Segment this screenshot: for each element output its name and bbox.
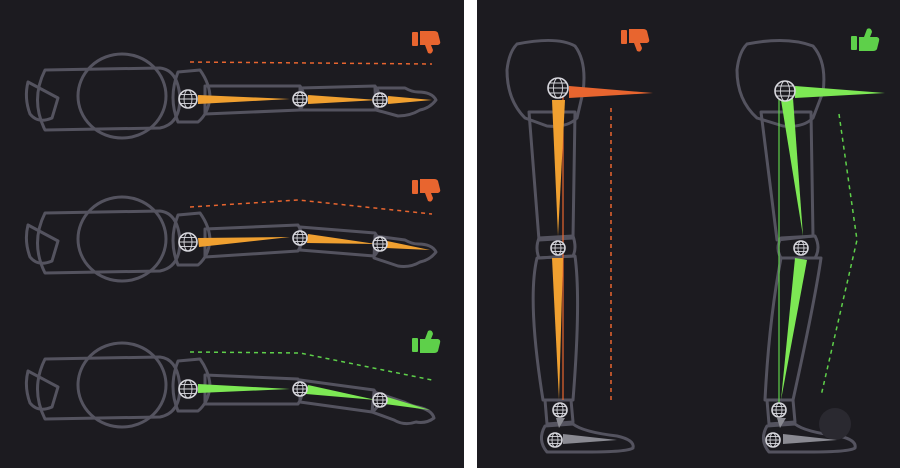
ankle-bone bbox=[556, 418, 565, 428]
shadow-blob bbox=[819, 408, 851, 440]
upper-arm-bone bbox=[198, 95, 290, 104]
foot-bone bbox=[783, 434, 837, 444]
shoulder-joint-icon bbox=[178, 89, 198, 109]
guide-line bbox=[820, 113, 858, 397]
elbow-joint-icon bbox=[292, 91, 308, 107]
leg-example-2 bbox=[735, 28, 885, 454]
thumbs-down-icon bbox=[412, 31, 441, 54]
leg-example-1 bbox=[505, 29, 653, 454]
thumbs-down-icon bbox=[621, 29, 650, 52]
hip-direction-bone bbox=[569, 86, 653, 98]
knee-joint-icon bbox=[550, 240, 566, 256]
wrist-joint-icon bbox=[372, 236, 388, 252]
forearm-bone bbox=[307, 234, 376, 244]
shoulder-joint-icon bbox=[178, 379, 198, 399]
shin-bone bbox=[552, 258, 563, 400]
forearm-bone bbox=[308, 95, 378, 104]
hip-direction-bone bbox=[795, 86, 885, 98]
guide-line bbox=[189, 199, 433, 215]
elbow-joint-icon bbox=[292, 381, 308, 397]
thigh-bone bbox=[781, 98, 803, 236]
shoulder-joint-icon bbox=[178, 232, 198, 252]
wrist-joint-icon bbox=[372, 92, 388, 108]
toe-joint-icon bbox=[547, 432, 563, 448]
arm-example-3 bbox=[24, 330, 441, 429]
thumbs-up-icon bbox=[412, 330, 441, 353]
ankle-joint-icon bbox=[552, 402, 568, 418]
hip-joint-icon bbox=[547, 77, 569, 99]
elbow-joint-icon bbox=[292, 230, 308, 246]
arm-examples-panel bbox=[0, 0, 464, 468]
forearm-bone bbox=[306, 385, 376, 400]
arm-example-2 bbox=[24, 179, 441, 283]
wrist-joint-icon bbox=[372, 392, 388, 408]
guide-line bbox=[189, 61, 433, 65]
hand-bone bbox=[385, 397, 430, 410]
thigh-bone bbox=[552, 100, 565, 236]
thumbs-up-icon bbox=[851, 28, 880, 51]
hip-joint-icon bbox=[774, 80, 796, 102]
upper-arm-bone bbox=[198, 237, 290, 247]
upper-arm-bone bbox=[198, 384, 290, 393]
ankle-bone bbox=[777, 418, 786, 428]
shin-bone bbox=[781, 258, 807, 400]
foot-bone bbox=[563, 434, 617, 444]
thumbs-down-icon bbox=[412, 179, 441, 202]
knee-joint-icon bbox=[793, 240, 809, 256]
hand-bone bbox=[388, 96, 432, 104]
hand-bone bbox=[386, 241, 430, 250]
toe-joint-icon bbox=[765, 432, 781, 448]
ankle-joint-icon bbox=[771, 402, 787, 418]
leg-examples-panel bbox=[477, 0, 900, 468]
arm-example-1 bbox=[24, 31, 441, 140]
